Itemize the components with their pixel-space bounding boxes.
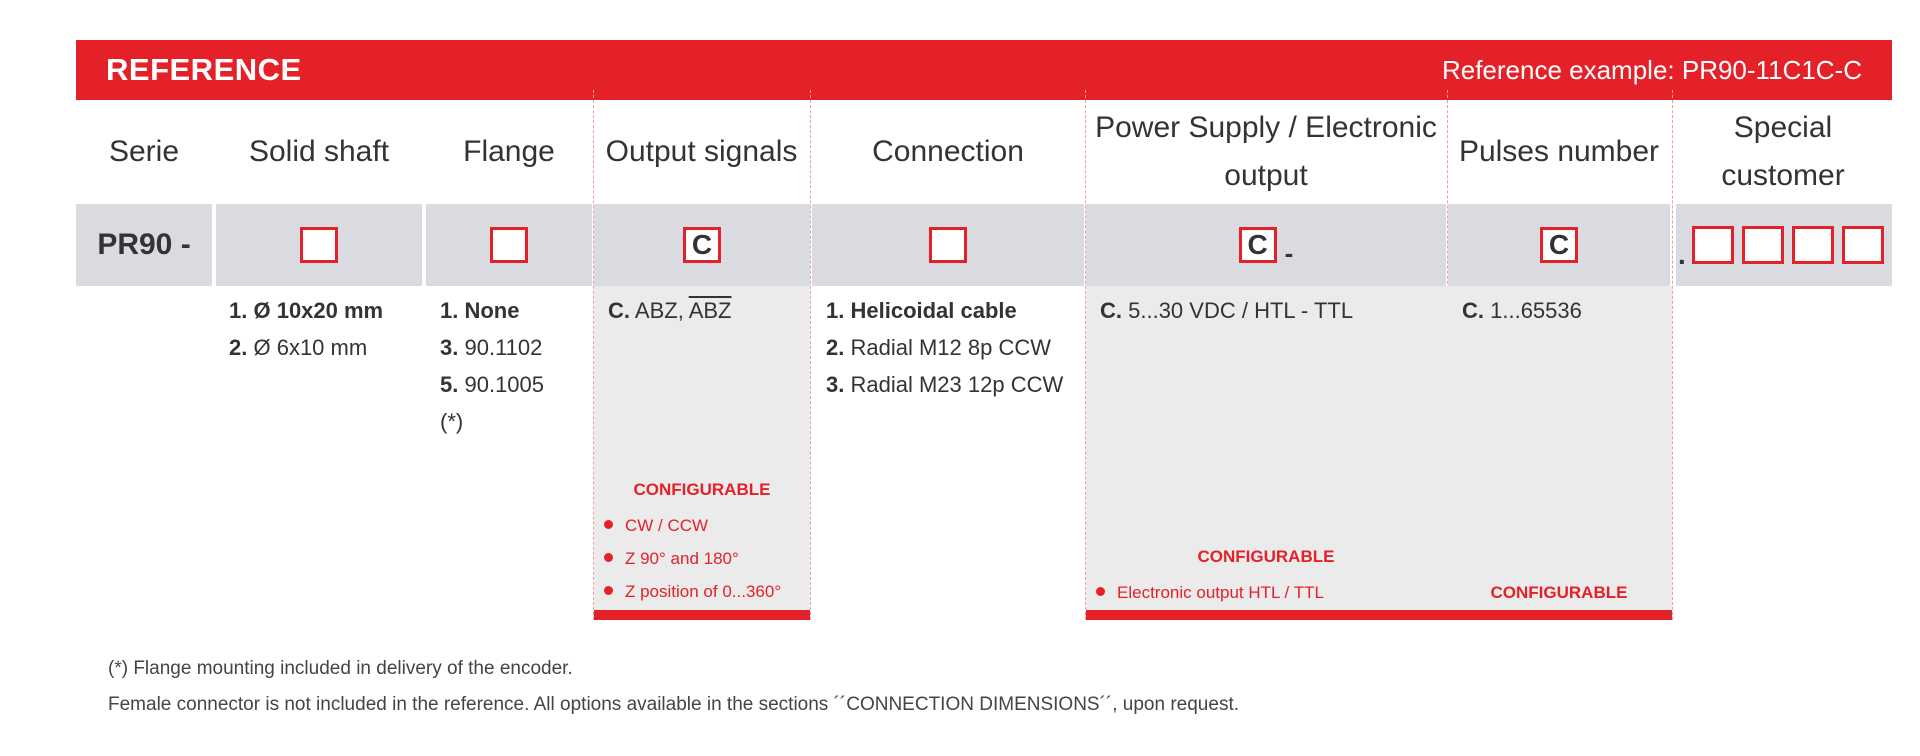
list-item: 1. Helicoidal cable [826, 298, 1017, 323]
reference-banner: REFERENCE Reference example: PR90-11C1C-… [76, 40, 1892, 100]
solid-shaft-selector-box[interactable] [300, 227, 338, 263]
special-customer-box-1[interactable] [1691, 226, 1734, 264]
header-special-customer: Special customer [1721, 111, 1845, 192]
power-pulses-red-bar [1086, 610, 1672, 620]
flange-note: (*) [440, 409, 464, 434]
footnote-flange: (*) Flange mounting included in delivery… [108, 658, 573, 679]
header-output-signals: Output signals [605, 135, 798, 168]
selection-power-supply: C - [1086, 204, 1446, 286]
column-separator [810, 90, 811, 620]
output-signals-red-bar [594, 610, 810, 620]
bullet-icon [1096, 587, 1105, 597]
connection-selector-box[interactable] [929, 227, 967, 263]
output-signals-options-panel [594, 286, 810, 610]
column-separator [1085, 90, 1086, 620]
pulses-number-selector-box[interactable]: C [1540, 227, 1578, 263]
output-configurable-item: CW / CCW [604, 516, 708, 536]
special-customer-dot: . [1678, 239, 1686, 270]
special-customer-box-4[interactable] [1841, 226, 1884, 264]
bullet-icon [604, 553, 613, 563]
power-supply-dash: - [1284, 237, 1294, 268]
header-serie: Serie [108, 135, 180, 168]
power-supply-selector-box[interactable]: C [1238, 227, 1277, 263]
list-item: 1. None [440, 298, 520, 323]
list-item: C. ABZ, ABZ [608, 298, 732, 323]
selection-flange [426, 204, 592, 286]
column-separator [593, 90, 594, 620]
header-connection: Connection [872, 135, 1024, 168]
bullet-icon [604, 586, 613, 596]
list-item: 5. 90.1005 [440, 372, 545, 397]
pulses-configurable-label: CONFIGURABLE [1490, 583, 1628, 602]
reference-example: Reference example: PR90-11C1C-C [1441, 54, 1862, 85]
flange-options: 1. None 3. 90.1102 5. 90.1005 (*) [440, 292, 544, 440]
special-customer-box-3[interactable] [1791, 226, 1834, 264]
header-solid-shaft: Solid shaft [248, 135, 390, 168]
column-separator [1672, 90, 1673, 620]
output-configurable-item: Z position of 0...360° [604, 582, 781, 602]
pulses-number-options: C. 1...65536 [1462, 292, 1582, 329]
output-configurable-label: CONFIGURABLE [633, 480, 771, 499]
footnote-connector: Female connector is not included in the … [108, 694, 1240, 715]
flange-selector-box[interactable] [490, 227, 528, 263]
output-signals-options: C. ABZ, ABZ [608, 292, 732, 329]
header-flange: Flange [463, 135, 555, 168]
selection-pulses-number: C [1448, 204, 1670, 286]
output-signals-selector-box[interactable]: C [683, 227, 721, 263]
power-pulses-options-panel [1086, 286, 1672, 610]
list-item: 3. 90.1102 [440, 335, 543, 360]
list-item: 1. Ø 10x20 mm [229, 298, 384, 323]
power-configurable-item: Electronic output HTL / TTL [1096, 583, 1324, 603]
selection-output-signals: C [594, 204, 810, 286]
list-item: C. 1...65536 [1462, 298, 1582, 323]
list-item: 3. Radial M23 12p CCW [826, 372, 1064, 397]
list-item: 2. Ø 6x10 mm [229, 335, 368, 360]
list-item: 2. Radial M12 8p CCW [826, 335, 1051, 360]
list-item: C. 5...30 VDC / HTL - TTL [1100, 298, 1354, 323]
connection-options: 1. Helicoidal cable 2. Radial M12 8p CCW… [826, 292, 1063, 403]
output-configurable-item: Z 90° and 180° [604, 549, 739, 569]
header-power-supply: Power Supply / Electronic output [1095, 111, 1437, 192]
power-configurable-label: CONFIGURABLE [1197, 547, 1335, 566]
selection-special-customer: . [1676, 204, 1892, 286]
solid-shaft-options: 1. Ø 10x20 mm 2. Ø 6x10 mm [229, 292, 383, 366]
bullet-icon [604, 520, 613, 530]
selection-connection [812, 204, 1084, 286]
serie-value: PR90 - [97, 228, 191, 261]
special-customer-box-2[interactable] [1741, 226, 1784, 264]
selection-solid-shaft [216, 204, 422, 286]
selection-serie: PR90 - [76, 204, 212, 286]
header-pulses-number: Pulses number [1458, 135, 1660, 168]
reference-title: REFERENCE [106, 52, 302, 87]
power-supply-options: C. 5...30 VDC / HTL - TTL [1100, 292, 1353, 329]
